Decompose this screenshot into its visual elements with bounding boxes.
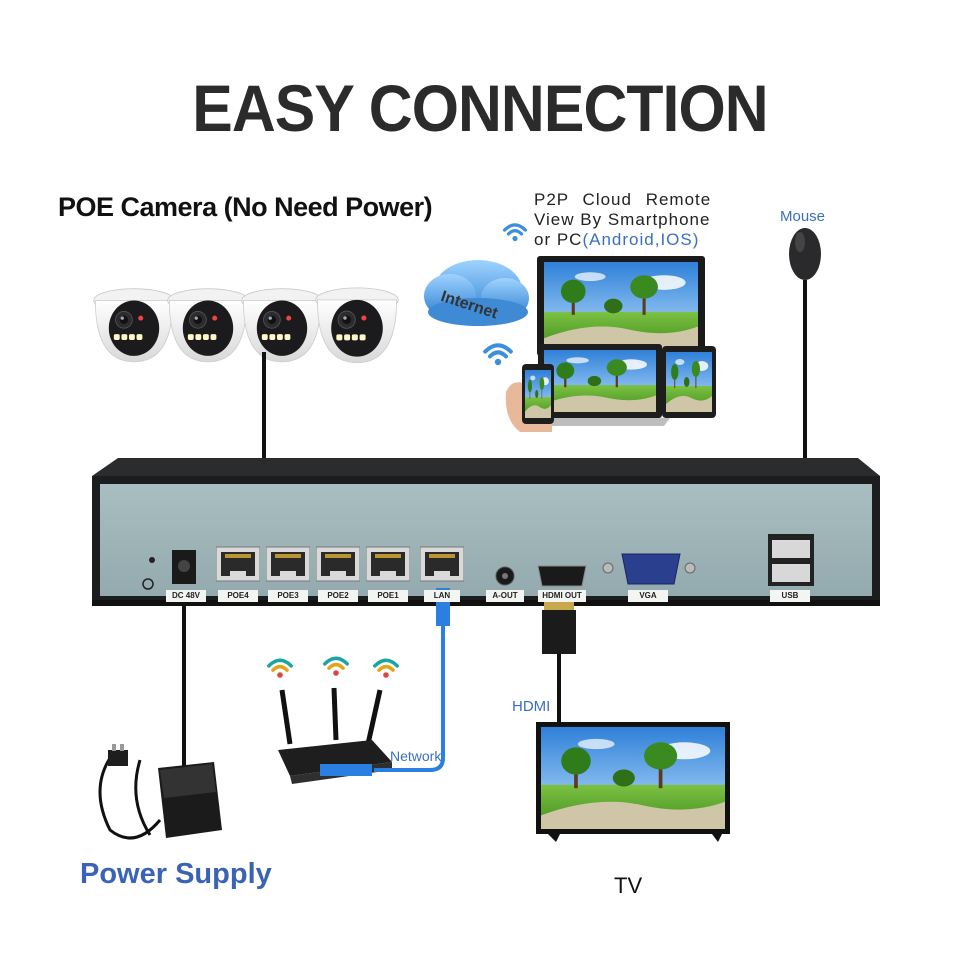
power-adapter-icon (98, 744, 222, 840)
network-cable (374, 590, 445, 772)
vga-port-icon (621, 553, 681, 585)
internet-cloud-icon: Internet (424, 260, 529, 326)
poe3-port-icon (266, 546, 310, 582)
poe1-port-icon (366, 546, 410, 582)
page-title: EASY CONNECTION (192, 71, 768, 145)
wifi-signal-icon (323, 656, 349, 678)
port-label-usb: USB (770, 590, 810, 602)
wifi-signal-icon (373, 658, 399, 680)
remote-devices (505, 256, 716, 432)
port-label-hdmi-out: HDMI OUT (538, 590, 586, 602)
remote-view-line3-prefix: or PC (534, 230, 583, 249)
laptop-screen (544, 350, 656, 412)
dome-camera-icon (315, 287, 399, 364)
port-label-poe1: POE1 (368, 590, 408, 602)
mouse-icon (789, 228, 821, 280)
port-label-poe3: POE3 (268, 590, 308, 602)
remote-view-line3: or PC(Android,IOS) (534, 230, 711, 250)
port-label-lan: LAN (424, 590, 460, 602)
wifi-icon (485, 345, 511, 365)
port-label-poe2: POE2 (318, 590, 358, 602)
wifi-signal-icon (267, 658, 293, 680)
laptop-base (530, 418, 670, 426)
power-supply-label: Power Supply (80, 858, 272, 890)
dome-camera-icon (167, 288, 249, 363)
remote-view-line2: View By Smartphone (534, 210, 711, 229)
port-label-poe4: POE4 (218, 590, 258, 602)
network-label: Network (390, 748, 442, 764)
tv-icon (536, 722, 730, 842)
remote-view-line1: P2P Cloud Remote (534, 190, 712, 209)
hdmi-plug-body (542, 610, 576, 654)
reset-hole (149, 557, 155, 563)
smartphone-screen (525, 370, 551, 418)
wifi-icon (502, 223, 528, 243)
remote-view-label: P2P Cloud Remote View By Smartphone or P… (534, 190, 711, 250)
poe-camera-label: POE Camera (No Need Power) (58, 192, 433, 222)
dome-camera-icon (241, 288, 323, 363)
tablet-screen (666, 352, 712, 412)
dome-camera-icon (93, 288, 175, 363)
remote-view-platforms: (Android,IOS) (582, 230, 700, 249)
hdmi-port-icon (537, 565, 587, 587)
port-label-dc: DC 48V (166, 590, 206, 602)
poe-cameras (93, 287, 399, 364)
port-label-vga: VGA (628, 590, 668, 602)
port-label-aout: A-OUT (486, 590, 524, 602)
poe2-port-icon (316, 546, 360, 582)
tv-label: TV (614, 873, 643, 898)
nvr-recorder (92, 458, 880, 606)
ground-icon (142, 578, 154, 590)
lan-port-icon (420, 546, 464, 582)
hdmi-label: HDMI (512, 698, 551, 715)
nvr-panel (100, 484, 872, 596)
router-plug-icon (320, 764, 372, 776)
nvr-top (92, 458, 880, 476)
monitor-screen (544, 262, 698, 350)
poe4-port-icon (216, 546, 260, 582)
mouse-label: Mouse (780, 208, 826, 225)
